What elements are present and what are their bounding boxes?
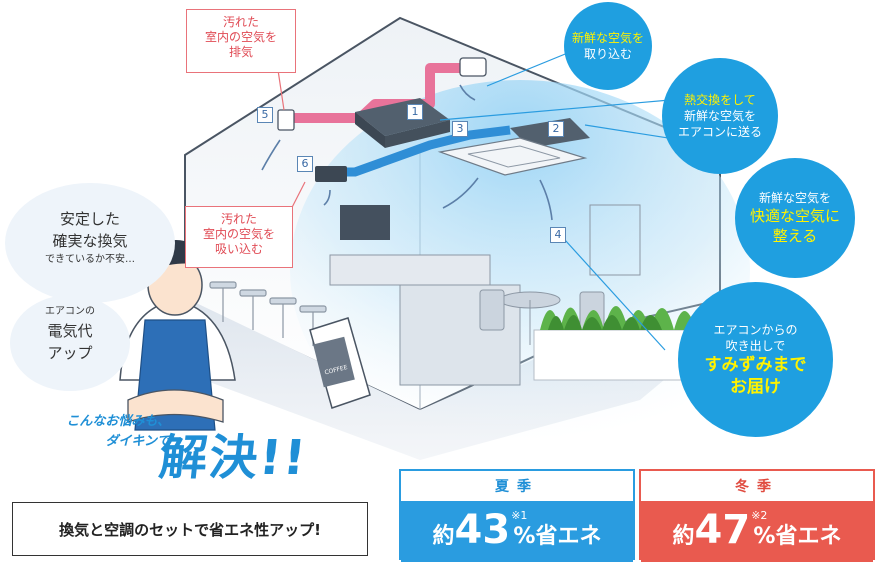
summer-savings: 約 43 ※1 % 省エネ — [401, 501, 633, 562]
winter-unit: % — [753, 524, 776, 549]
bubble-fresh-in: 新鮮な空気を 取り込む — [564, 2, 652, 90]
resolve-heading: 解決!! — [156, 430, 311, 486]
callout-intake-line-3: 吸い込む — [214, 242, 263, 256]
winter-note: ※2 — [751, 509, 768, 522]
callout-exhaust-line-1: 汚れた — [222, 15, 259, 29]
bar-stools — [209, 281, 327, 346]
worry-ventilation-line-2: 確実な換気 — [52, 232, 128, 250]
bubble-delivery-line-3: すみずみまで — [704, 354, 807, 375]
worry-electricity: エアコンの 電気代 アップ — [20, 304, 120, 364]
bubble-delivery-line-4: お届け — [730, 376, 781, 397]
summary-box: 換気と空調のセットで省エネ性アップ! — [12, 502, 368, 556]
winter-label: 冬季 — [641, 471, 873, 501]
worry-ventilation: 安定した 確実な換気 できているか不安… — [20, 208, 160, 268]
summer-prefix: 約 — [432, 524, 455, 549]
bubble-heat-exchange-line-2: 新鮮な空気を — [683, 109, 756, 123]
bubble-comfort-line-2: 快適な空気に — [749, 207, 840, 225]
worry-electricity-line-1: エアコンの — [45, 306, 95, 317]
worry-electricity-line-2: 電気代 — [47, 322, 93, 340]
worry-ventilation-line-3: できているか不安… — [45, 254, 135, 265]
callout-intake-line-1: 汚れた — [220, 212, 257, 226]
marker-2: 2 — [548, 121, 564, 137]
summer-label: 夏季 — [401, 471, 633, 501]
summer-unit: % — [513, 524, 536, 549]
callout-exhaust-line-3: 排気 — [228, 45, 253, 59]
winter-prefix: 約 — [672, 524, 695, 549]
summary-text: 換気と空調のセットで省エネ性アップ! — [59, 520, 321, 539]
winter-suffix: 省エネ — [775, 524, 842, 549]
bubble-delivery: エアコンからの 吹き出しで すみずみまで お届け — [678, 282, 833, 437]
worry-lead-text: こんなお悩みも、 ダイキンで — [20, 412, 170, 452]
marker-6: 6 — [297, 156, 313, 172]
worry-bubble-electricity — [10, 295, 130, 391]
bubble-comfort-line-1: 新鮮な空気を — [758, 191, 831, 205]
marker-3: 3 — [452, 121, 468, 137]
bubble-delivery-line-1: エアコンからの — [713, 322, 798, 337]
worry-bubble-ventilation — [5, 183, 175, 303]
bubble-fresh-in-line-1: 新鮮な空気を — [571, 31, 644, 45]
worker-illustration — [119, 240, 236, 431]
marker-4: 4 — [550, 227, 566, 243]
bubble-heat-exchange: 熱交換をして 新鮮な空気を エアコンに送る — [662, 58, 778, 174]
winter-savings: 約 47 ※2 % 省エネ — [641, 501, 873, 562]
heat-exchanger-unit — [355, 98, 450, 148]
wall-vents — [277, 57, 487, 182]
callout-intake-line-2: 室内の空気を — [202, 227, 275, 241]
worry-lead-line-2: ダイキンで — [105, 434, 170, 449]
marker-1: 1 — [407, 104, 423, 120]
worry-electricity-line-3: アップ — [47, 344, 93, 362]
bubble-comfort: 新鮮な空気を 快適な空気に 整える — [735, 158, 855, 278]
summer-note: ※1 — [511, 509, 528, 522]
flow-arrows — [261, 84, 553, 221]
bubble-comfort-line-3: 整える — [772, 227, 818, 245]
summer-value: 43 — [454, 507, 511, 553]
bubble-heat-exchange-line-3: エアコンに送る — [677, 125, 762, 139]
winter-savings-panel: 冬季 約 47 ※2 % 省エネ — [639, 469, 875, 562]
callout-exhaust: 汚れた 室内の空気を 排気 — [186, 9, 296, 73]
callout-intake: 汚れた 室内の空気を 吸い込む — [185, 206, 293, 268]
marker-5: 5 — [257, 107, 273, 123]
bubble-heat-exchange-line-1: 熱交換をして — [684, 93, 756, 107]
worry-ventilation-line-1: 安定した — [59, 210, 120, 228]
worry-lead-line-1: こんなお悩みも、 — [66, 414, 170, 429]
bubble-delivery-line-2: 吹き出しで — [725, 338, 786, 353]
callout-exhaust-line-2: 室内の空気を — [204, 30, 277, 44]
winter-value: 47 — [694, 507, 751, 553]
bubble-fresh-in-line-2: 取り込む — [583, 47, 632, 61]
summer-suffix: 省エネ — [535, 524, 602, 549]
coffee-sign: COFFEE — [309, 317, 371, 409]
summer-savings-panel: 夏季 約 43 ※1 % 省エネ — [399, 469, 635, 562]
